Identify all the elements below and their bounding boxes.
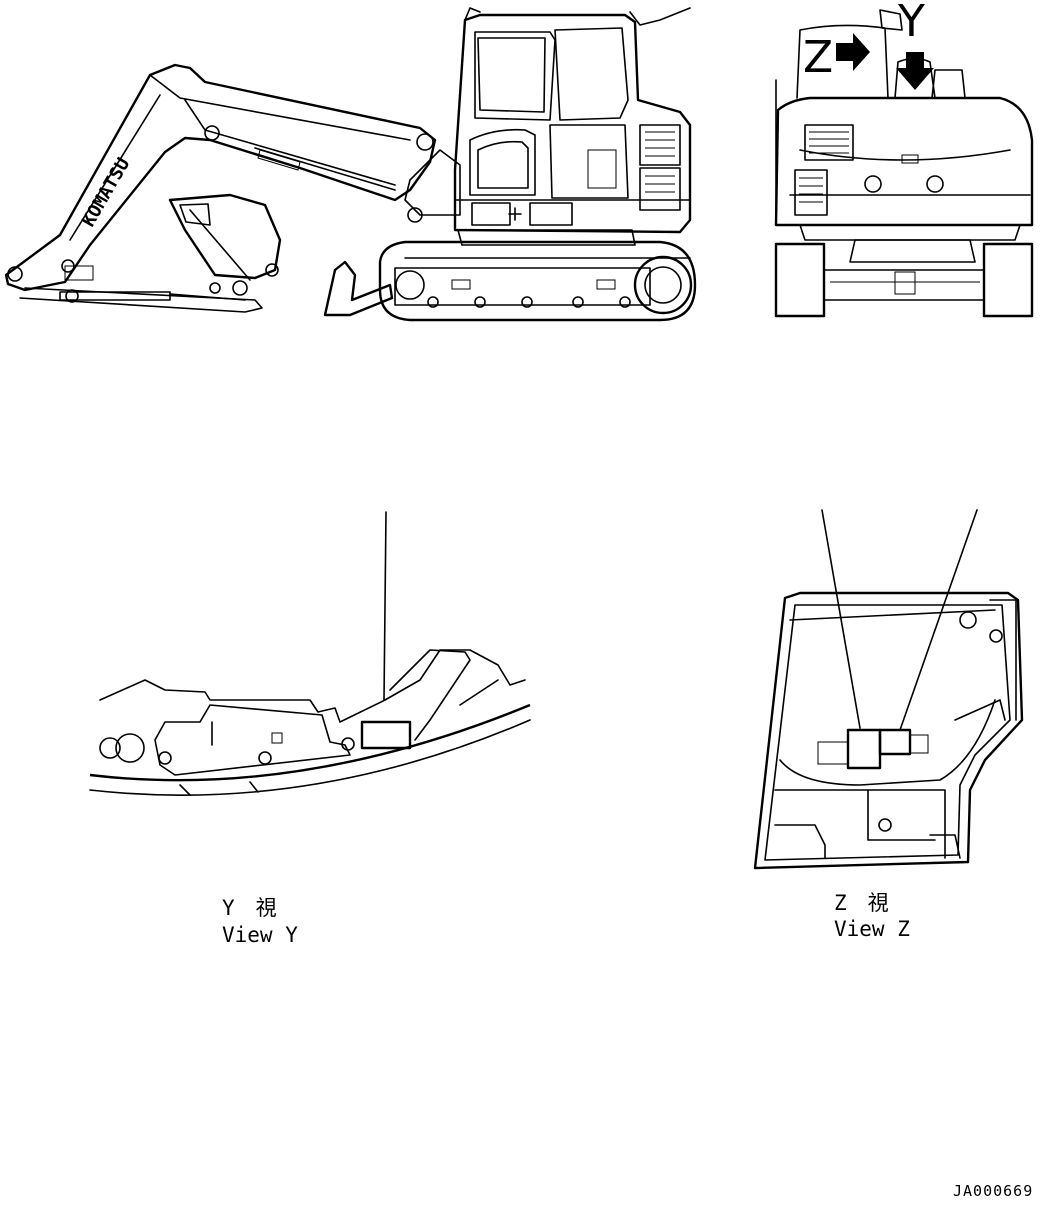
arrow-z-label: Z	[803, 32, 833, 83]
document-id: JA000669	[953, 1182, 1033, 1200]
bucket	[168, 193, 282, 296]
rear-undercarriage	[774, 224, 1034, 318]
dozer-blade	[323, 260, 394, 317]
rear-body	[774, 96, 1034, 227]
boom-brand-text: KOMATSU	[78, 154, 134, 230]
view-z-cab-outline	[753, 591, 1024, 870]
view-y-caption-en: View Y	[222, 923, 298, 947]
view-z-caption-jp: Z 視	[834, 891, 889, 915]
arrow-z: Z	[803, 32, 870, 83]
arrow-y: Y	[896, 0, 934, 90]
arm-cylinder	[19, 265, 263, 313]
view-z-detail	[753, 509, 1024, 870]
view-y-label-location	[360, 720, 412, 750]
view-z-leader-line-right	[899, 509, 978, 731]
rear-grille	[794, 124, 854, 216]
cab-and-upper-structure	[404, 7, 692, 246]
side-view-excavator: KOMATSU	[4, 7, 697, 322]
view-y-frame-outline	[89, 703, 531, 782]
rear-view-excavator: Z Y	[774, 0, 1034, 318]
view-z-caption-en: View Z	[834, 917, 910, 941]
view-z-leader-line-left	[821, 509, 861, 729]
view-y-detail	[89, 511, 531, 796]
view-y-caption-jp: Y 視	[222, 896, 277, 920]
view-z-label-location-1	[846, 728, 882, 770]
arrow-y-label: Y	[897, 0, 925, 47]
view-y-leader-line	[383, 511, 387, 701]
boom: KOMATSU	[4, 63, 437, 292]
track	[378, 240, 697, 322]
view-z-label-location-2	[878, 728, 912, 756]
